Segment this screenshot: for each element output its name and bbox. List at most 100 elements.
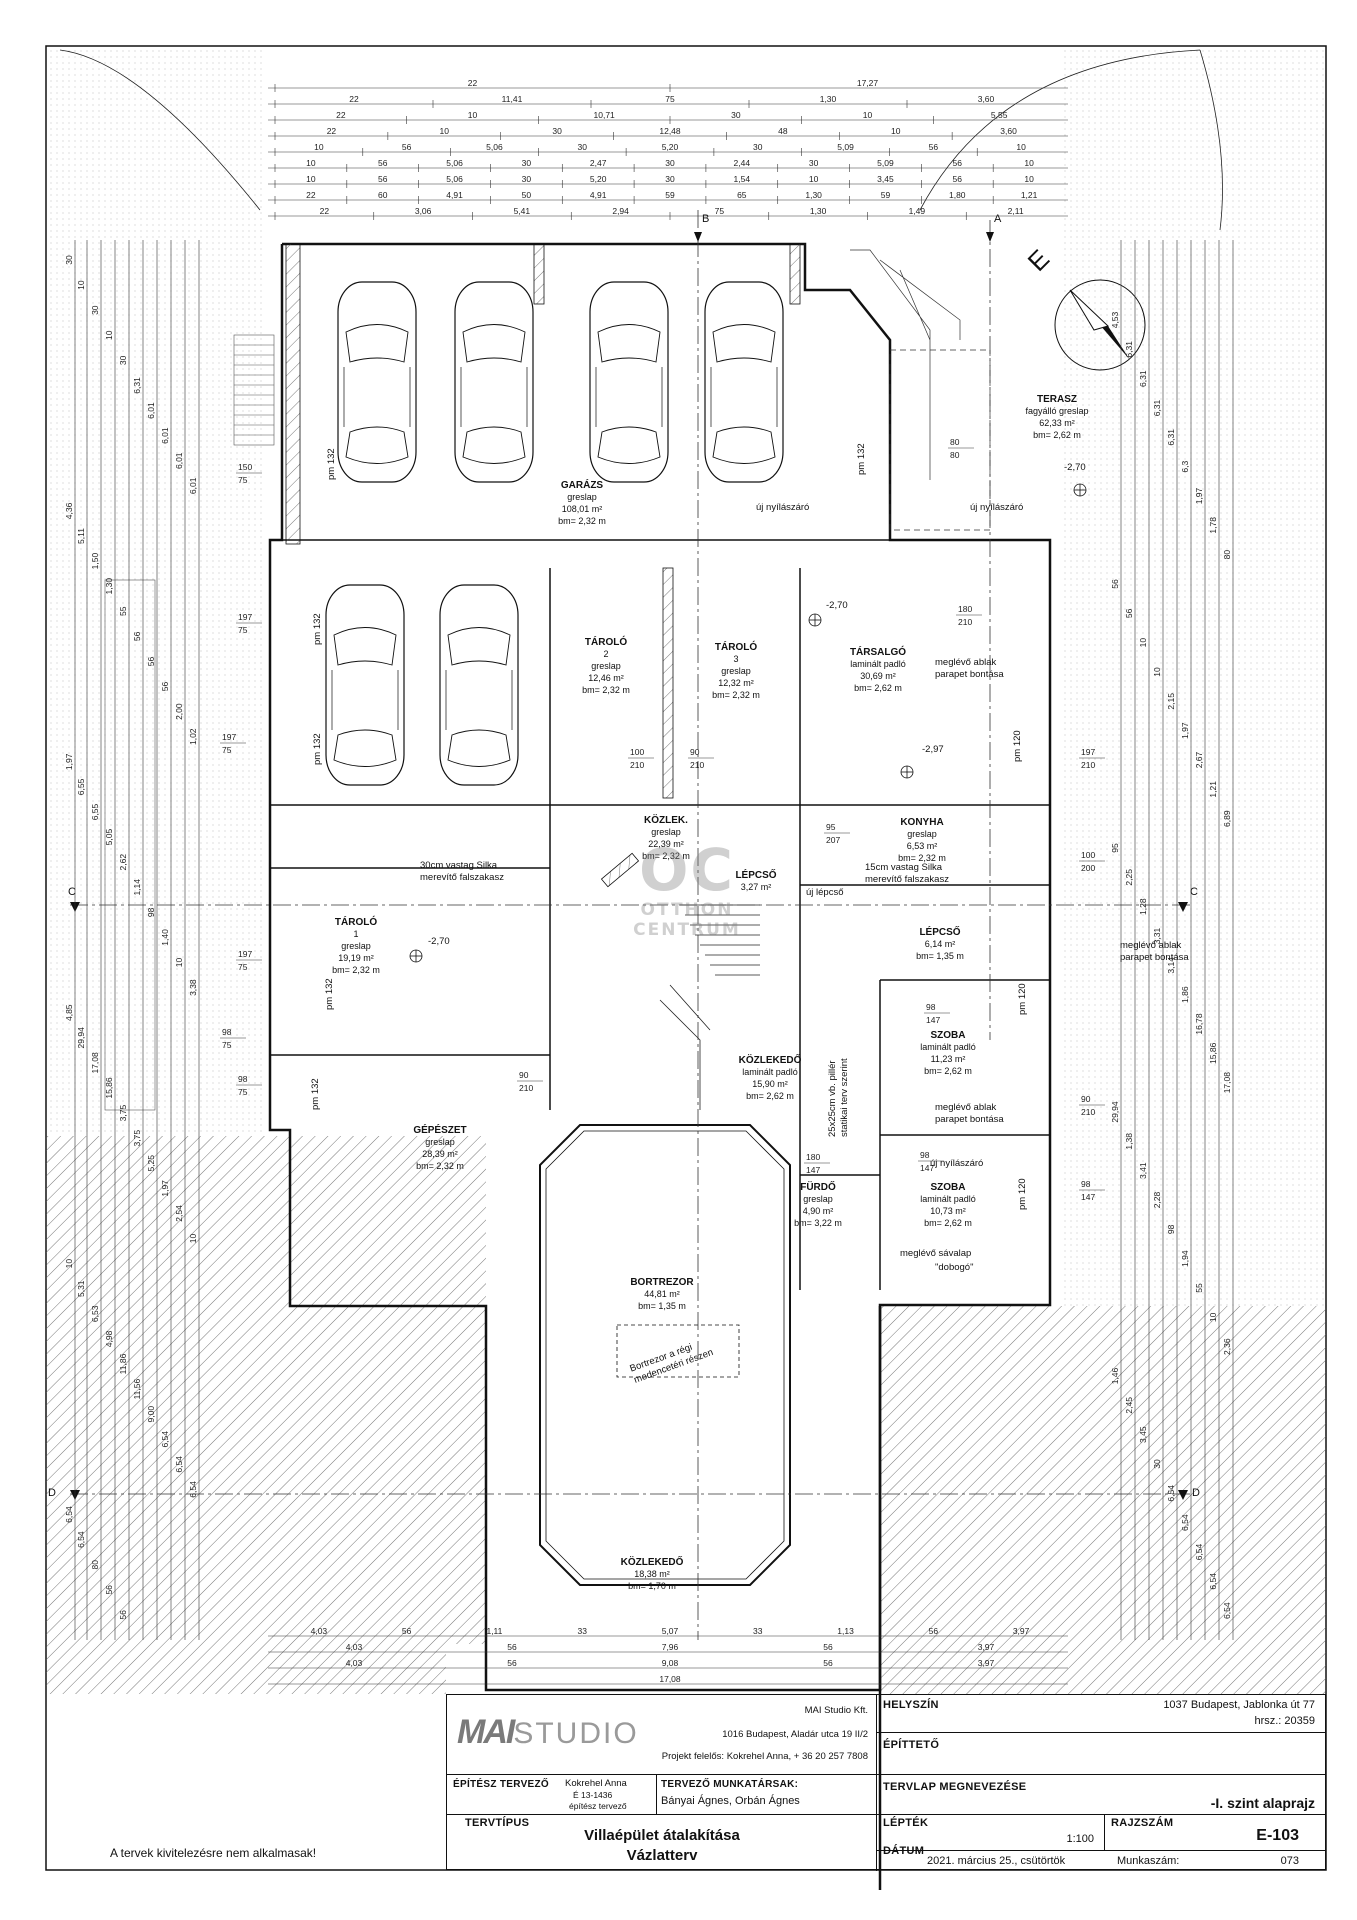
dim-left-42: 6,53 xyxy=(90,1305,100,1322)
dim-top-r5-1: 56 xyxy=(402,142,412,152)
room-height: bm= 2,32 m xyxy=(416,1161,464,1171)
cars-group xyxy=(325,281,784,786)
title-block: MAISTUDIO MAI Studio Kft. 1016 Budapest,… xyxy=(446,1694,1326,1871)
room-floor: laminált padló xyxy=(850,659,906,669)
opening-width: 80 xyxy=(950,437,960,447)
room-name: KONYHA xyxy=(900,817,943,828)
dim-top-r5-6: 5,09 xyxy=(837,142,854,152)
dim-left-9: 6,01 xyxy=(188,477,198,494)
dim-left-7: 6,01 xyxy=(160,427,170,444)
dim-bottom-r3-1: 56 xyxy=(507,1658,517,1668)
dim-left-5: 6,31 xyxy=(132,377,142,394)
dim-left-2: 30 xyxy=(90,305,100,315)
dim-bottom-r2-3: 56 xyxy=(823,1642,833,1652)
tb-company-cell: MAISTUDIO MAI Studio Kft. 1016 Budapest,… xyxy=(447,1695,877,1775)
opening-labels: 1507519775197759875197759875180210197210… xyxy=(220,437,1105,1202)
room-height: bm= 1,35 m xyxy=(638,1301,686,1311)
dim-top-r8-9: 1,80 xyxy=(949,190,966,200)
note-new-opening-3: új nyílászáró xyxy=(930,1158,983,1169)
dim-left-3: 10 xyxy=(104,330,114,340)
dim-right-27: 29,94 xyxy=(1110,1101,1120,1123)
dim-top-r8-8: 59 xyxy=(881,190,891,200)
dim-top-r7-0: 10 xyxy=(306,174,316,184)
room-name: KÖZLEK. xyxy=(644,813,688,826)
old-pool-area xyxy=(616,1324,740,1378)
note-parapet-1: parapet bontása xyxy=(935,669,1004,680)
scale-label: LÉPTÉK xyxy=(883,1817,929,1829)
dim-top-r8-2: 4,91 xyxy=(446,190,463,200)
logo-studio-text: STUDIO xyxy=(513,1717,639,1750)
dim-right-13: 2,15 xyxy=(1166,693,1176,710)
note-pm132-2: pm 132 xyxy=(312,613,323,645)
dim-bottom-r1-7: 56 xyxy=(929,1626,939,1636)
company-logo: MAISTUDIO xyxy=(457,1713,639,1752)
opening-height: 75 xyxy=(238,1087,248,1097)
tb-date-cell: DÁTUM 2021. március 25., csütörtök Munka… xyxy=(877,1845,1325,1871)
dim-top-r3-2: 10,71 xyxy=(594,110,616,120)
room-height: bm= 2,62 m xyxy=(1033,430,1081,440)
dim-left-37: 1,97 xyxy=(160,1180,170,1197)
section-mark-c-left: C xyxy=(68,886,76,898)
dim-right-0: 4,53 xyxy=(1110,311,1120,328)
dim-top-r6-0: 10 xyxy=(306,158,316,168)
parcel-number: hrsz.: 20359 xyxy=(1254,1715,1315,1727)
dim-left-27: 1,40 xyxy=(160,929,170,946)
note-pillar-1: 25x25cm vb. pillér xyxy=(827,1060,838,1137)
car-6 xyxy=(439,584,519,786)
room-floor: greslap xyxy=(567,492,597,502)
dim-bottom-r3-3: 56 xyxy=(823,1658,833,1668)
car-1 xyxy=(337,281,417,483)
watermark-line2: OTTHON xyxy=(640,900,734,920)
dim-top-r9-1: 3,06 xyxy=(415,206,432,216)
dim-top-r8-7: 1,30 xyxy=(805,190,822,200)
opening-height: 147 xyxy=(926,1015,940,1025)
opening-width: 98 xyxy=(1081,1179,1091,1189)
dim-left-39: 10 xyxy=(188,1234,198,1244)
dim-top-r6-7: 30 xyxy=(809,158,819,168)
dim-top-r5-3: 30 xyxy=(577,142,587,152)
dim-top-r7-5: 30 xyxy=(665,174,675,184)
opening-height: 147 xyxy=(1081,1192,1095,1202)
room-floor: laminált padló xyxy=(920,1042,976,1052)
car-5 xyxy=(325,584,405,786)
disclaimer-text: A tervek kivitelezésre nem alkalmasak! xyxy=(110,1846,317,1860)
opening-width: 197 xyxy=(1081,747,1095,757)
tb-drawingno-cell: RAJZSZÁM E-103 xyxy=(1105,1815,1325,1851)
dim-right-16: 1,21 xyxy=(1208,781,1218,798)
level-markers xyxy=(409,483,1087,963)
dim-top-r9-3: 2,94 xyxy=(612,206,629,216)
staff-label: TERVEZŐ MUNKATÁRSAK: xyxy=(661,1779,799,1790)
opening-height: 210 xyxy=(958,617,972,627)
dim-top-r6-4: 2,47 xyxy=(590,158,607,168)
note-window-1: meglévő ablak xyxy=(935,657,997,668)
room-area: 12,46 m² xyxy=(588,673,624,683)
note-new-stair: új lépcső xyxy=(806,887,844,898)
date-label: DÁTUM xyxy=(883,1845,925,1857)
sheet-name-label: TERVLAP MEGNEVEZÉSE xyxy=(883,1781,1027,1793)
dimension-lines xyxy=(74,84,1234,1685)
note-silka30-2: merevítő falszakasz xyxy=(420,872,504,883)
dim-top-r8-10: 1,21 xyxy=(1021,190,1038,200)
level-storage-1: -2,70 xyxy=(428,936,450,947)
opening-width: 180 xyxy=(806,1152,820,1162)
section-mark-a: A xyxy=(994,213,1002,225)
dim-bottom-r3-2: 9,08 xyxy=(662,1658,679,1668)
opening-width: 98 xyxy=(926,1002,936,1012)
room-area: 28,39 m² xyxy=(422,1149,458,1159)
room-area: 62,33 m² xyxy=(1039,418,1075,428)
dim-top-r6-3: 30 xyxy=(522,158,532,168)
note-pm132-5: pm 132 xyxy=(310,1078,321,1110)
room-name: LÉPCSŐ xyxy=(919,925,960,938)
room-area: 19,19 m² xyxy=(338,953,374,963)
